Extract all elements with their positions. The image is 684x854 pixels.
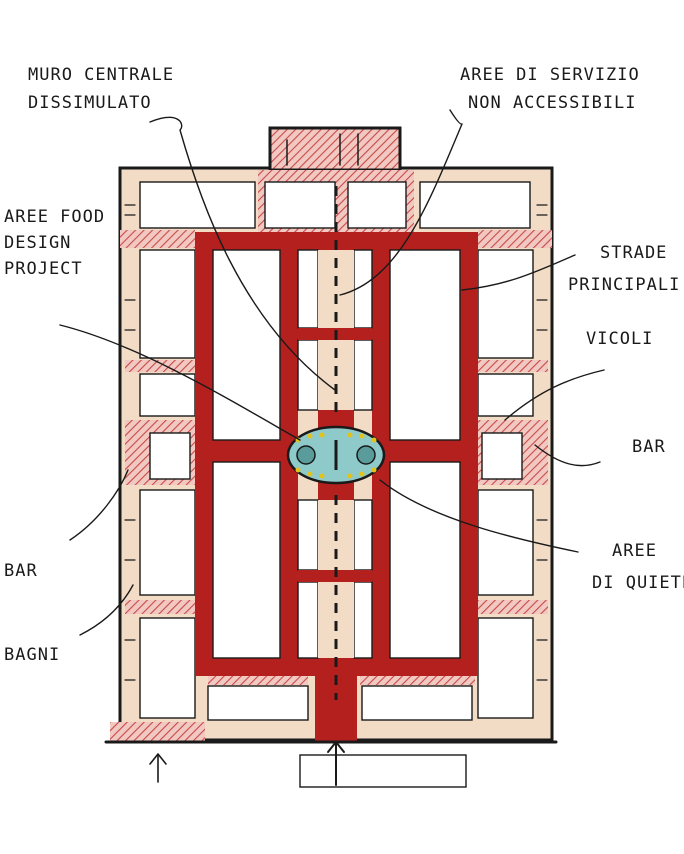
outer-walls <box>104 166 558 744</box>
annotations: MURO CENTRALE DISSIMULATO AREE DI SERVIZ… <box>4 65 684 665</box>
label-food-line3: PROJECT <box>4 259 83 279</box>
label-quiete-line1: AREE <box>612 541 657 561</box>
leader-lines <box>59 109 605 636</box>
label-vicoli: VICOLI <box>586 329 653 349</box>
label-food-line1: AREE FOOD <box>4 207 105 227</box>
central-corridor <box>298 250 372 658</box>
blocks <box>212 249 461 659</box>
label-servizio-line2: NON ACCESSIBILI <box>468 93 637 113</box>
perimeter-rooms <box>139 181 534 721</box>
label-bar-left: BAR <box>4 561 38 581</box>
wall-windows <box>124 204 548 681</box>
label-bar-right: BAR <box>632 437 666 457</box>
label-strade-line1: STRADE <box>600 243 667 263</box>
label-food-line2: DESIGN <box>4 233 71 253</box>
entrance <box>149 741 467 788</box>
label-muro-line1: MURO CENTRALE <box>28 65 174 85</box>
label-strade-line2: PRINCIPALI <box>568 275 680 295</box>
label-quiete-line2: DI QUIETE <box>592 573 684 593</box>
label-servizio-line1: AREE DI SERVIZIO <box>460 65 640 85</box>
label-muro-line2: DISSIMULATO <box>28 93 152 113</box>
label-bagni: BAGNI <box>4 645 60 665</box>
central-plaza <box>286 425 386 485</box>
